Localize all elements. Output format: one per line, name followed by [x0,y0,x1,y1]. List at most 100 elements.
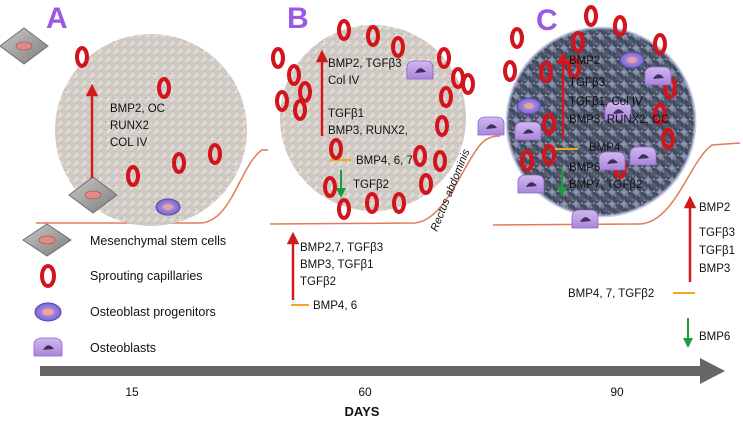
osteoblast-progenitor-icon [619,51,645,69]
label-c-right-down: BMP6 [699,331,730,343]
osteoblast-icon [629,146,657,166]
legend-label: Osteoblasts [90,341,156,355]
label-c-down2: BMP7, TGFβ2 [569,179,643,191]
sprouting-capillary-icon [613,15,627,37]
label-c-up3: TGFβ1, Col IV [569,96,643,108]
timeline-tick-15: 15 [125,385,139,399]
mesenchymal-stem-cell-icon [22,223,72,257]
sprouting-capillary-icon [392,192,406,214]
mesenchymal-stem-cell-icon [68,176,118,214]
sprouting-capillary-icon [298,81,312,103]
sprouting-capillary-icon [503,60,517,82]
sprouting-capillary-icon [287,64,301,86]
sprouting-capillary-icon [437,47,451,69]
sprouting-capillary-icon [40,264,56,288]
timeline-tick-90: 90 [610,385,624,399]
timeline: 15 60 90 DAYS [40,358,725,419]
sprouting-capillary-icon [275,90,289,112]
timeline-arrow [40,358,725,384]
capillaries-a [75,46,222,187]
panel-c: C [492,4,741,348]
sprouting-capillary-icon [584,5,598,27]
osteoblast-progenitor-icon [516,97,542,115]
osteoblast-icon [598,151,626,171]
sprouting-capillary-icon [337,198,351,220]
sprouting-capillary-icon [433,150,447,172]
sprouting-capillary-icon [539,61,553,83]
osteoblast-icon [571,209,599,229]
label-c-right-up3: TGFβ1 [699,245,735,257]
sprouting-capillary-icon [439,86,453,108]
label-c-down1: BMP6 [569,162,600,174]
label-b-mid: BMP4, 6, 7 [356,155,413,167]
label-c-right-up1: BMP2 [699,202,730,214]
tissue-surface-line-b [269,135,501,225]
sprouting-capillary-icon [419,173,433,195]
sprouting-capillary-icon [571,31,585,53]
label-b-up1: BMP2, TGFβ3 [328,58,402,70]
legend-label: Mesenchymal stem cells [90,234,226,248]
sprouting-capillary-icon [365,192,379,214]
label-b-down: TGFβ2 [353,179,389,191]
timeline-tick-60: 60 [358,385,372,399]
sprouting-capillary-icon [653,33,667,55]
sprouting-capillary-icon [542,144,556,166]
label-b-below-mid: BMP4, 6 [313,300,357,312]
timeline-title: DAYS [345,404,380,419]
label-b-below-up1: BMP2,7, TGFβ3 [300,242,383,254]
label-a-line1: BMP2, OC [110,103,165,115]
sprouting-capillary-icon [293,99,307,121]
sprouting-capillary-icon [75,46,89,68]
mesenchymal-stem-cell-icon [0,27,49,65]
tissue-surface-line-c [492,142,741,226]
sprouting-capillary-icon [366,25,380,47]
legend-item-progenitors: Osteoblast progenitors [34,302,216,322]
osteoblast-icon [604,101,632,121]
osteoblast-icon [406,60,434,80]
sprouting-capillary-icon [567,57,581,79]
label-c-up4: BMP3, RUNX2, OC [569,114,669,126]
label-c-up1: BMP2 [569,55,600,67]
osteoblast-icon [477,116,505,136]
panel-a-letter: A [46,2,68,35]
label-c-right-up2: TGFβ3 [699,227,735,239]
sprouting-capillary-icon [661,128,675,150]
sprouting-capillary-icon [520,150,534,172]
panel-a: A BMP2, OC RUNX2 COL IV [0,2,268,226]
legend-item-capillaries: Sprouting capillaries [40,264,203,288]
osteoblast-icon [33,337,63,357]
sprouting-capillary-icon [653,103,667,125]
capillaries-c [503,5,677,179]
sprouting-capillary-icon [461,73,475,95]
scaffold-c-halo [505,26,697,218]
legend-label: Osteoblast progenitors [90,305,216,319]
sprouting-capillary-icon [337,19,351,41]
label-b-up2: Col IV [328,75,360,87]
sprouting-capillary-icon [391,36,405,58]
capillaries-b [271,19,475,220]
panel-b-letter: B [287,2,309,35]
label-c-up2: TGFβ3 [569,77,605,89]
osteoblast-icon [517,174,545,194]
osteoblast-icon [514,121,542,141]
sprouting-capillary-icon [208,143,222,165]
label-b-below-up3: TGFβ2 [300,276,336,288]
panel-b: B [269,2,505,312]
legend: Mesenchymal stem cells Sprouting capilla… [22,223,226,357]
sprouting-capillary-icon [413,145,427,167]
tissue-surface-line-a [36,149,268,224]
legend-item-osteoblasts: Osteoblasts [33,337,156,357]
label-c-right-up4: BMP3 [699,263,730,275]
sprouting-capillary-icon [435,115,449,137]
sprouting-capillary-icon [510,27,524,49]
sprouting-capillary-icon [542,113,556,135]
sprouting-capillary-icon [271,47,285,69]
osteoblast-progenitor-icon [34,302,62,322]
label-a-line3: COL IV [110,137,148,149]
sprouting-capillary-icon [126,165,140,187]
label-b-up3: TGFβ1 [328,108,364,120]
scaffold-a [55,34,247,226]
legend-item-mesenchymal: Mesenchymal stem cells [22,223,226,257]
osteoblast-icon [644,66,672,86]
